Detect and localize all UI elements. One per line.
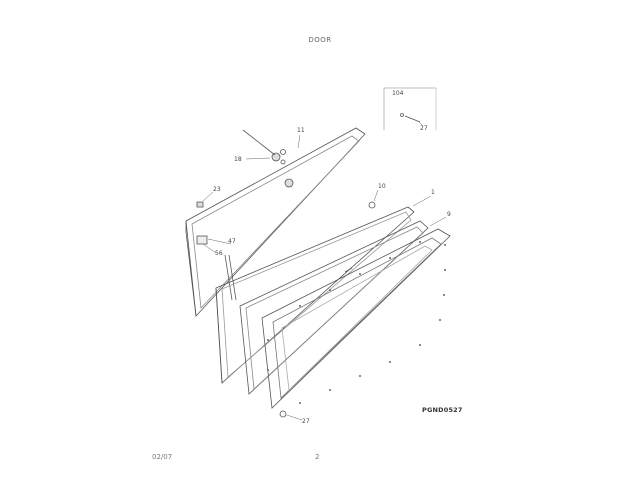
figure-code: PGND0527 xyxy=(422,406,463,414)
callout-27-bottom: 27 xyxy=(302,418,310,425)
callout-27-top: 27 xyxy=(420,125,428,132)
door-outer-panel xyxy=(185,127,366,317)
diagram-title: DOOR xyxy=(308,36,332,44)
callout-18: 18 xyxy=(234,156,242,163)
footer-date: 02/07 xyxy=(152,453,173,461)
callout-56: 56 xyxy=(215,250,223,257)
callout-104: 104 xyxy=(392,90,404,97)
panel-rivets xyxy=(267,241,446,404)
callout-23: 23 xyxy=(213,186,221,193)
door-gasket xyxy=(239,220,429,395)
callout-11: 11 xyxy=(297,127,305,134)
footer-page-number: 2 xyxy=(315,453,320,461)
callout-1: 1 xyxy=(431,189,435,196)
inset-detail-box xyxy=(383,87,437,130)
door-liner xyxy=(215,206,415,384)
callout-labels: 104 27 11 18 10 1 23 9 47 56 27 xyxy=(213,90,451,425)
callout-9: 9 xyxy=(447,211,451,218)
callout-10: 10 xyxy=(378,183,386,190)
door-inner-panel xyxy=(261,228,451,409)
callout-47: 47 xyxy=(228,238,236,245)
screw-10-icon xyxy=(368,201,376,209)
bottom-screw-icon xyxy=(279,410,287,418)
